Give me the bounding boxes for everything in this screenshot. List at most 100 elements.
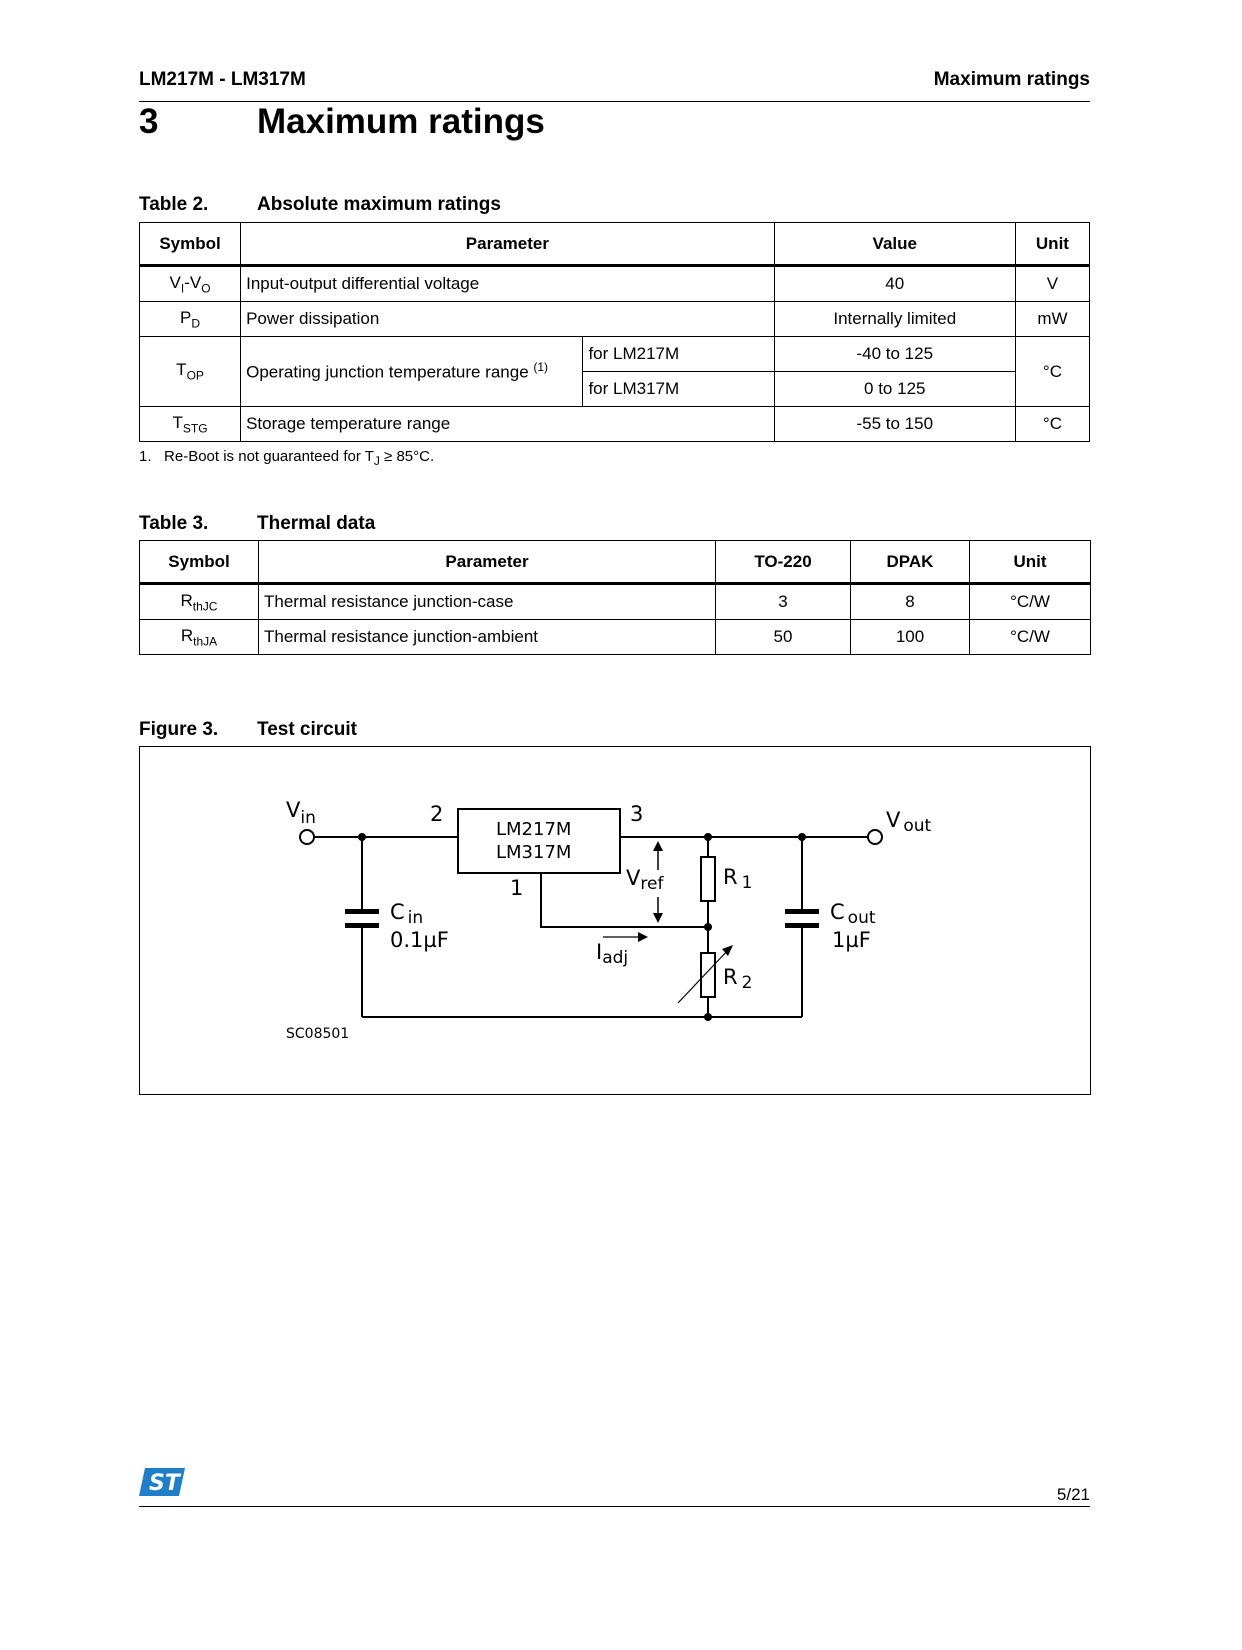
ic-label-line1: LM217M	[496, 819, 571, 840]
r2-variable-arrow	[677, 947, 731, 1004]
running-header-left: LM217M - LM317M	[139, 69, 306, 90]
figure-code-label: SC08501	[286, 1026, 349, 1042]
to220-cell: 3	[715, 583, 851, 620]
table-header-row: Symbol Parameter TO-220 DPAK Unit	[139, 540, 1091, 585]
value-cell: Internally limited	[773, 301, 1016, 337]
unit-cell: °C/W	[969, 619, 1091, 655]
vref-arrowhead-down	[653, 913, 663, 923]
col-header-symbol: Symbol	[139, 540, 259, 585]
resistor-r2	[700, 952, 716, 998]
r2-arrowhead	[722, 945, 733, 956]
col-header-to220: TO-220	[715, 540, 851, 585]
junction-dot	[704, 923, 712, 931]
parameter-cell: Thermal resistance junction-ambient	[258, 619, 716, 655]
dpak-cell: 100	[850, 619, 970, 655]
running-header-right: Maximum ratings	[933, 69, 1090, 90]
value-cell: 0 to 125	[773, 371, 1016, 407]
value-cell: -55 to 150	[773, 406, 1016, 442]
ic-label-line2: LM317M	[496, 842, 571, 863]
symbol-cell: TSTG	[138, 406, 242, 442]
junction-dot	[358, 833, 366, 841]
col-header-symbol: Symbol	[138, 222, 242, 267]
cin-value: 0.1µF	[390, 928, 449, 952]
vin-terminal	[299, 829, 315, 845]
table-row: TOP Operating junction temperature range…	[138, 336, 1091, 407]
table-row: VI-VO Input-output differential voltage …	[138, 265, 1091, 302]
symbol-cell: VI-VO	[138, 265, 242, 302]
junction-dot	[798, 833, 806, 841]
table-row: for LM317M 0 to 125	[140, 371, 1090, 407]
figure3-label: Figure 3.	[139, 719, 219, 740]
section-title: Maximum ratings	[257, 102, 545, 141]
junction-dot	[704, 833, 712, 841]
table-row: TSTG Storage temperature range -55 to 15…	[138, 406, 1091, 442]
parameter-cell: Power dissipation	[240, 301, 775, 337]
value-cell: -40 to 125	[773, 336, 1016, 372]
table2-title: Absolute maximum ratings	[257, 194, 501, 215]
table2-label: Table 2.	[139, 194, 209, 215]
wire-adj	[540, 873, 708, 928]
vin-label: Vin	[286, 798, 316, 828]
table-row: RthJC Thermal resistance junction-case 3…	[139, 583, 1091, 620]
symbol-cell: TOP	[138, 336, 242, 407]
iadj-label: Iadj	[596, 940, 628, 968]
unit-cell: °C	[1014, 406, 1091, 442]
cout-plate-bottom	[785, 923, 819, 928]
regulator-ic	[457, 808, 621, 874]
table-row: RthJA Thermal resistance junction-ambien…	[139, 619, 1091, 655]
unit-cell: V	[1014, 265, 1091, 302]
footnote-ref: (1)	[533, 360, 549, 375]
junction-dot	[704, 1013, 712, 1021]
vout-terminal	[867, 829, 883, 845]
subparameter-cell: for LM217M	[582, 336, 775, 372]
value-cell: 40	[773, 265, 1016, 302]
table3-label: Table 3.	[139, 513, 209, 534]
vref-arrowhead-up	[653, 841, 663, 851]
cin-plate-bottom	[345, 923, 379, 928]
cout-plate-top	[785, 909, 819, 914]
dpak-cell: 8	[850, 583, 970, 620]
thermal-data-table: Symbol Parameter TO-220 DPAK Unit RthJC …	[139, 540, 1091, 655]
unit-cell: °C/W	[969, 583, 1091, 620]
pin3-label: 3	[630, 802, 643, 826]
table-header-row: Symbol Parameter Value Unit	[138, 222, 1091, 267]
page-number: 5/21	[1056, 1485, 1090, 1504]
resistor-r1	[700, 856, 716, 902]
figure3-title: Test circuit	[257, 719, 357, 740]
to220-cell: 50	[715, 619, 851, 655]
parameter-cell: Thermal resistance junction-case	[258, 583, 716, 620]
svg-text:ST: ST	[149, 1471, 182, 1496]
header-rule	[139, 101, 1090, 102]
parameter-cell: Operating junction temperature range (1)	[240, 336, 584, 407]
unit-cell: °C	[1014, 336, 1091, 407]
symbol-cell: RthJC	[139, 583, 259, 620]
footer-rule	[139, 1506, 1090, 1507]
vref-label: Vref	[626, 866, 664, 894]
symbol-cell: RthJA	[139, 619, 259, 655]
col-header-unit: Unit	[1014, 222, 1091, 267]
col-header-value: Value	[773, 222, 1016, 267]
col-header-unit: Unit	[969, 540, 1091, 585]
table2-footnote: 1. Re-Boot is not guaranteed for TJ ≥ 85…	[139, 448, 435, 468]
table-row: PD Power dissipation Internally limited …	[138, 301, 1091, 337]
absolute-max-ratings-table: Symbol Parameter Value Unit VI-VO Input-…	[138, 222, 1091, 442]
unit-cell: mW	[1014, 301, 1091, 337]
pin1-label: 1	[510, 876, 523, 900]
cout-value: 1µF	[832, 928, 871, 952]
col-header-parameter: Parameter	[258, 540, 716, 585]
section-number: 3	[139, 102, 159, 141]
subparameter-cell: for LM317M	[582, 371, 775, 407]
symbol-cell: PD	[138, 301, 242, 337]
pin2-label: 2	[430, 802, 443, 826]
table3-title: Thermal data	[257, 513, 376, 534]
st-logo: ST	[139, 1468, 185, 1496]
iadj-arrowhead	[638, 932, 648, 942]
col-header-parameter: Parameter	[240, 222, 775, 267]
col-header-dpak: DPAK	[850, 540, 970, 585]
